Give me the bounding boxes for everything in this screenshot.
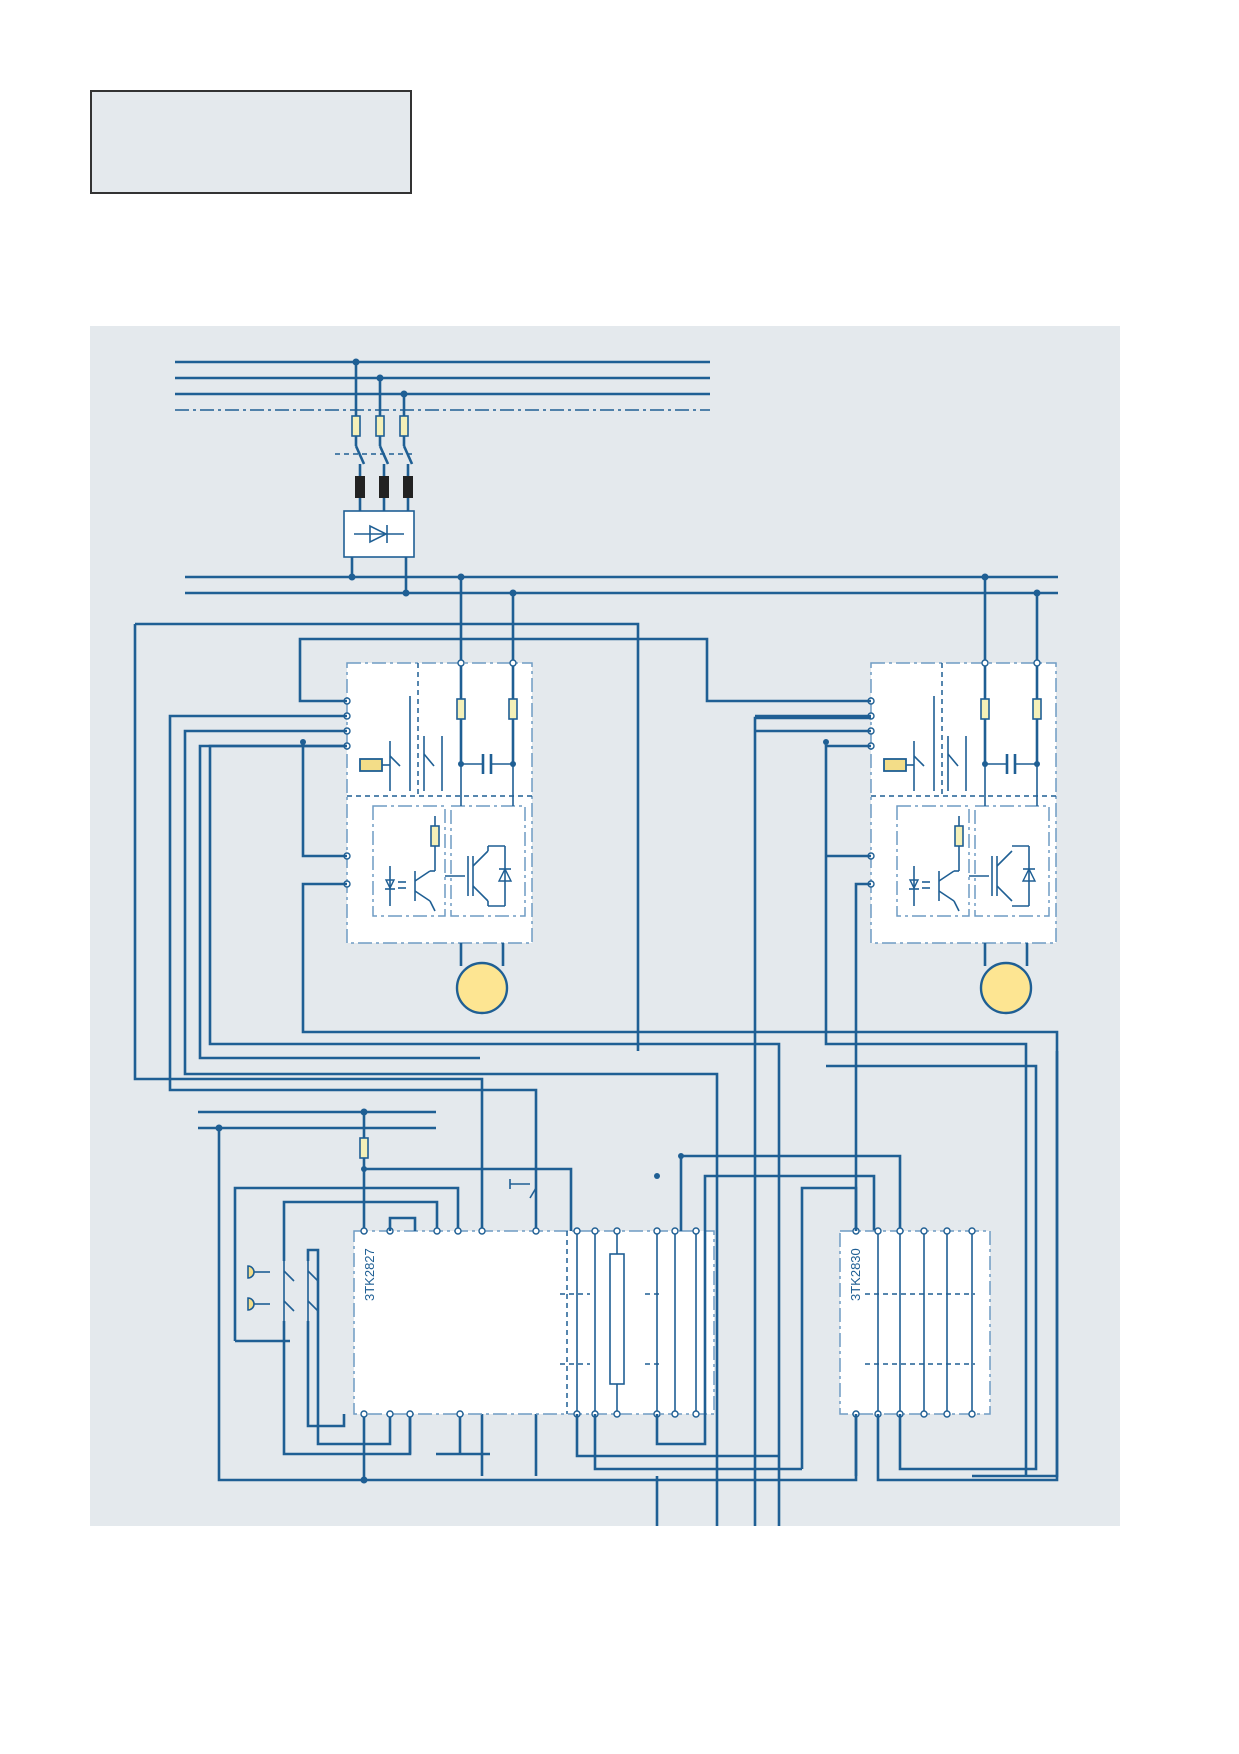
safety-relay-3tk2830: 3TK2830 <box>364 1051 1059 1482</box>
igbt-icon <box>467 845 513 907</box>
motor-icon <box>455 961 509 1015</box>
choke-icon <box>355 476 365 498</box>
choke-icon <box>379 476 389 498</box>
optocoupler-icon <box>384 866 406 906</box>
circuit-diagram: 3TK2827 <box>133 358 1059 1526</box>
fuse-icon <box>954 825 964 847</box>
fuse-icon <box>399 415 409 437</box>
title-box <box>90 90 412 194</box>
emergency-stop-icon <box>247 1261 319 1291</box>
safety-relay-3tk2827: 3TK2827 <box>353 1153 902 1458</box>
diode-icon <box>354 524 404 544</box>
circuit-diagram-panel: 3TK2827 <box>90 326 1120 1526</box>
fuse-icon <box>1032 698 1042 720</box>
relay-a-label: 3TK2827 <box>362 1248 377 1301</box>
igbt-icon <box>991 845 1037 907</box>
optocoupler-icon <box>908 866 930 906</box>
motor-icon <box>979 961 1033 1015</box>
fuse-icon <box>430 825 440 847</box>
drive-1 <box>343 577 533 1015</box>
emergency-stop-icon <box>247 1291 319 1321</box>
safety-supply <box>198 1108 573 1484</box>
fuse-icon <box>375 415 385 437</box>
capacitor-icon <box>985 754 1037 774</box>
fuse-icon <box>456 698 466 720</box>
fuse-icon <box>980 698 990 720</box>
mains-bus <box>175 358 710 411</box>
supply-feeder <box>335 362 415 597</box>
capacitor-icon <box>461 754 513 774</box>
drive-2 <box>867 577 1057 1015</box>
fuse-icon <box>351 415 361 437</box>
choke-icon <box>403 476 413 498</box>
fuse-icon <box>508 698 518 720</box>
dc-link-bus <box>185 573 1058 597</box>
contact-block <box>560 1231 697 1414</box>
fuse-icon <box>359 1137 369 1159</box>
relay-b-label: 3TK2830 <box>848 1248 863 1301</box>
